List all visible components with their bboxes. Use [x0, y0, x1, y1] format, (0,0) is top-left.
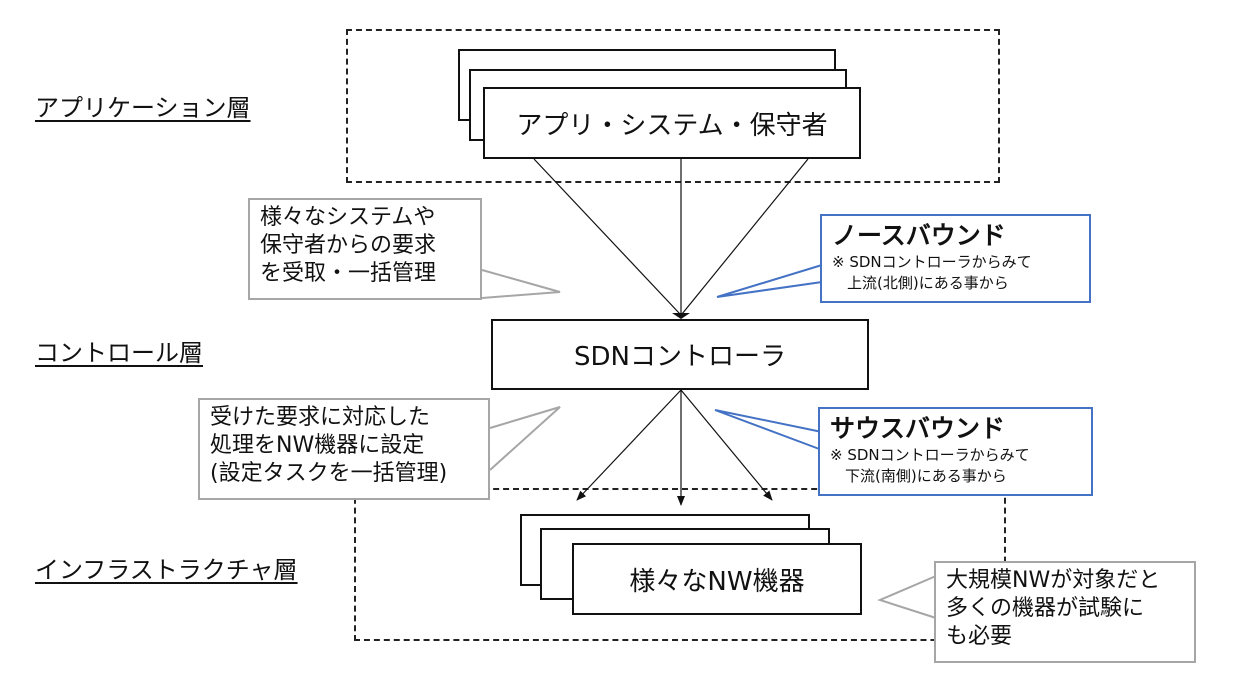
scale-callout: 大規模NWが対象だと 多くの機器が試験に も必要	[934, 561, 1196, 663]
south-arrow-left	[576, 389, 682, 501]
infrastructure-layer-label: インフラストラクチャ層	[35, 556, 298, 584]
controller-box-label: SDNコントローラ	[574, 342, 786, 372]
configure-callout-pointer	[489, 406, 561, 471]
apps-box: アプリ・システム・保守者	[483, 87, 861, 159]
southbound-title: サウスバウンド	[830, 414, 1006, 443]
controller-box: SDNコントローラ	[491, 319, 869, 390]
south-arrow-right	[680, 389, 773, 501]
northbound-pointer	[716, 264, 823, 298]
receive-callout-pointer	[481, 269, 561, 299]
northbound-note: ※ SDNコントローラからみて 上流(北側)にある事から	[832, 253, 1032, 292]
north-arrowhead	[672, 313, 690, 319]
devices-box-label: 様々なNW機器	[629, 566, 805, 597]
southbound-box: サウスバウンド ※ SDNコントローラからみて 下流(南側)にある事から	[818, 407, 1093, 496]
southbound-pointer	[714, 409, 823, 451]
north-line-left	[533, 158, 681, 315]
north-line-right	[681, 158, 809, 315]
devices-box: 様々なNW機器	[572, 543, 862, 615]
northbound-title: ノースバウンド	[832, 221, 1006, 250]
scale-callout-pointer	[877, 575, 937, 619]
apps-box-label: アプリ・システム・保守者	[516, 110, 828, 141]
northbound-box: ノースバウンド ※ SDNコントローラからみて 上流(北側)にある事から	[820, 214, 1091, 303]
application-layer-region	[346, 29, 1000, 183]
southbound-note: ※ SDNコントローラからみて 下流(南側)にある事から	[830, 446, 1030, 485]
control-layer-label: コントロール層	[35, 339, 203, 367]
application-layer-label: アプリケーション層	[35, 94, 251, 122]
receive-callout: 様々なシステムや 保守者からの要求 を受取・一括管理	[248, 198, 482, 300]
configure-callout: 受けた要求に対応した 処理をNW機器に設定 (設定タスクを一括管理)	[198, 398, 490, 500]
